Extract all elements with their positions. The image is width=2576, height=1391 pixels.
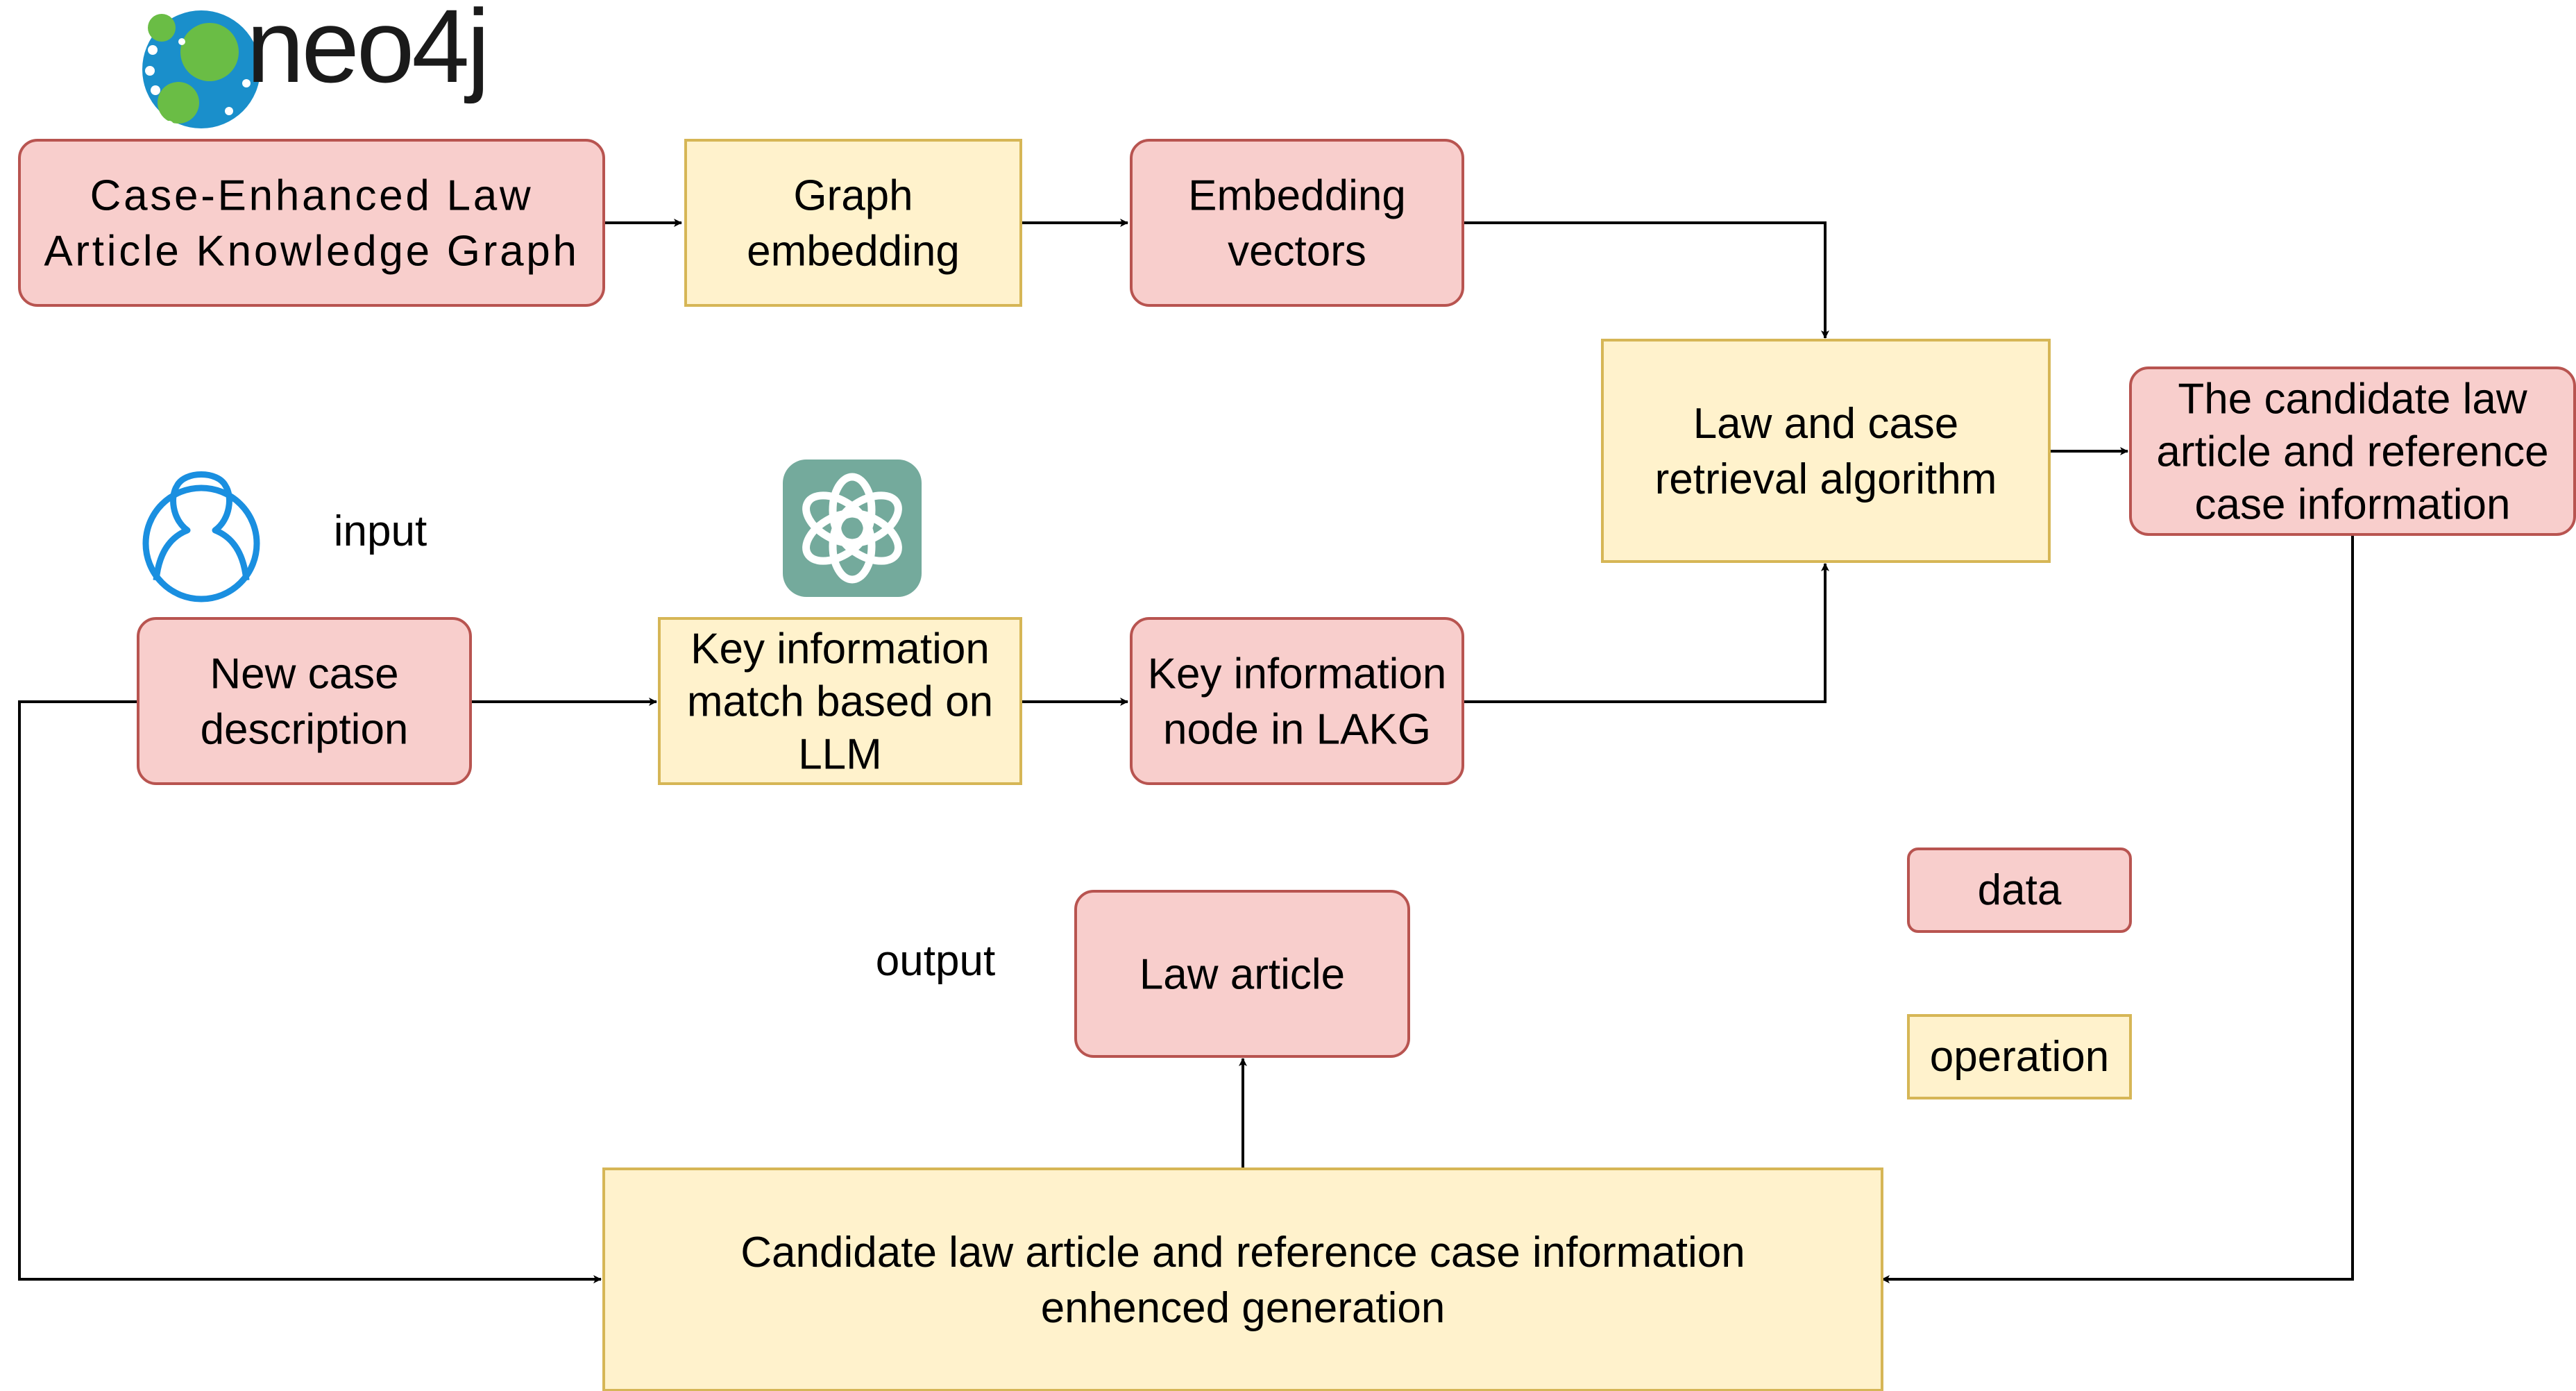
node-box [1130,139,1464,307]
node-box [658,617,1022,785]
node-label-line: enhenced generation [1041,1284,1446,1332]
node-label-line: Article Knowledge Graph [44,228,579,276]
node-label-line: embedding [747,228,960,276]
node-label-line: case information [2195,481,2511,529]
node-label-line: Graph [793,172,913,220]
legend-operation-swatch [1907,1014,2132,1099]
node-label-line: retrieval algorithm [1655,455,1997,503]
node-label-line: node in LAKG [1163,706,1431,754]
node-candidate-info: The candidate law article and reference ca… [2129,366,2576,536]
node-label-line: Case-Enhanced Law [90,172,534,220]
node-label-line: Key information [1148,650,1447,698]
node-key-info-node: Key information node in LAKG [1130,617,1464,785]
node-enhanced-generation: Candidate law article and reference case… [602,1167,1883,1391]
node-label-line: match based on [687,678,993,726]
node-label-line: article and reference [2156,428,2548,476]
node-label-line: Candidate law article and reference case… [740,1229,1745,1276]
edge-key-info-node-to-retrieval-algorithm [1463,563,1829,703]
node-box [602,1167,1883,1391]
node-label-line: LLM [798,731,882,779]
user-icon [142,471,260,602]
node-label-line: The candidate law [2178,376,2527,423]
edges [18,219,2354,1283]
legend-operation-label: operation [1930,1033,2110,1081]
node-graph-embedding: Graph embedding [684,139,1022,307]
node-retrieval-algorithm: Law and case retrieval algorithm [1601,339,2051,563]
node-label-line: description [201,706,409,754]
node-label-line: Law article [1139,951,1345,999]
output-label: output [876,937,995,985]
node-label-line: Embedding [1188,172,1406,220]
node-key-info-match: Key information match based on LLM [658,617,1022,785]
neo4j-logo-icon [142,10,260,129]
node-label-line: Law and case [1693,400,1959,448]
legend: data operation [1907,848,2132,1099]
edge-candidate-info-to-enhanced-generation [1881,534,2354,1283]
node-box [684,139,1022,307]
node-box [137,617,472,785]
node-box [2129,366,2576,536]
node-box [1130,617,1464,785]
edge-embedding-vectors-to-retrieval-algorithm [1463,221,1829,339]
legend-data-label: data [1978,866,2062,914]
node-label-line: Key information [690,625,990,673]
neo4j-wordmark: neo4j [246,0,487,104]
legend-data-swatch [1907,848,2132,933]
node-box [18,139,605,307]
node-label-line: vectors [1228,228,1366,276]
node-new-case: New case description [137,617,472,785]
node-box [1074,890,1410,1058]
openai-logo [783,460,922,597]
input-label: input [334,507,427,555]
node-embedding-vectors: Embedding vectors [1130,139,1464,307]
node-label-line: New case [210,650,398,698]
node-law-article: Law article [1074,890,1410,1058]
node-box [1601,339,2051,563]
edge-new-case-to-enhanced-generation [18,700,602,1283]
neo4j-logo: neo4j [142,0,490,129]
